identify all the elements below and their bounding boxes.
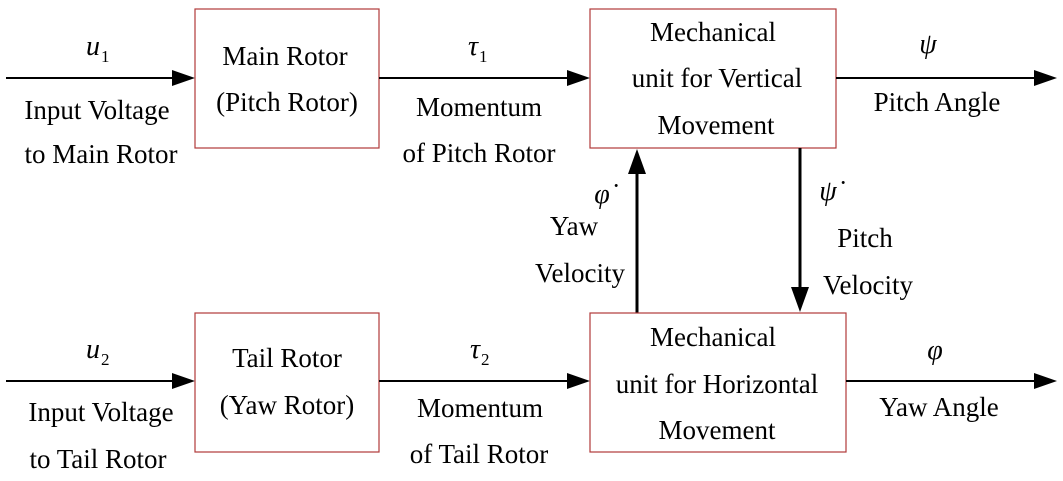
tau2-arrowhead [567, 373, 590, 389]
phi-arrowhead [1034, 373, 1057, 389]
tail-rotor-line1: Tail Rotor [232, 343, 342, 373]
u1-arrowhead [172, 70, 195, 86]
psi-label: Pitch Angle [874, 87, 1001, 117]
vertical-unit-block: Mechanical unit for Vertical Movement [589, 8, 837, 149]
phi-symbol: φ [927, 335, 943, 366]
tau2-signal: τ2 Momentum of Tail Rotor [379, 334, 590, 469]
tau1-symbol: τ1 [468, 31, 488, 66]
phi-dot-label-line1: Yaw [550, 211, 599, 241]
u1-symbol: u1 [86, 31, 110, 66]
main-rotor-line2: (Pitch Rotor) [216, 87, 358, 117]
tail-rotor-box [194, 312, 380, 453]
u2-label-line2: to Tail Rotor [29, 444, 166, 474]
u1-label-line1: Input Voltage [24, 95, 169, 125]
main-rotor-line1: Main Rotor [222, 41, 347, 71]
phi-label: Yaw Angle [879, 392, 999, 422]
psi-arrowhead [1034, 70, 1057, 86]
u2-symbol: u2 [86, 334, 110, 369]
phi-dot-signal: φ̇ Yaw Velocity [535, 149, 646, 313]
tau2-label-line2: of Tail Rotor [410, 439, 549, 469]
horizontal-unit-line2: unit for Horizontal [616, 369, 818, 399]
vertical-unit-line2: unit for Vertical [632, 63, 802, 93]
tau1-signal: τ1 Momentum of Pitch Rotor [379, 31, 590, 168]
psi-signal: ψ Pitch Angle [836, 29, 1057, 117]
tau2-symbol: τ2 [470, 334, 490, 369]
tail-rotor-line2: (Yaw Rotor) [220, 390, 355, 420]
u1-label-line2: to Main Rotor [25, 139, 178, 169]
tail-rotor-block: Tail Rotor (Yaw Rotor) [194, 312, 380, 453]
horizontal-unit-box [589, 312, 847, 453]
u1-signal: u1 Input Voltage to Main Rotor [6, 31, 195, 169]
vertical-unit-box [589, 8, 837, 149]
phi-dot-label-line2: Velocity [535, 258, 625, 288]
tau1-label-line2: of Pitch Rotor [403, 138, 556, 168]
vertical-unit-line1: Mechanical [650, 17, 776, 47]
tau2-label-line1: Momentum [417, 393, 543, 423]
phi-dot-arrowhead [628, 149, 646, 174]
main-rotor-block: Main Rotor (Pitch Rotor) [194, 8, 380, 149]
tau1-arrowhead [567, 70, 590, 86]
phi-signal: φ Yaw Angle [846, 335, 1057, 422]
horizontal-unit-line1: Mechanical [650, 322, 776, 352]
horizontal-unit-line3: Movement [659, 415, 776, 445]
psi-dot-symbol: ψ̇ [819, 176, 844, 207]
phi-dot-symbol: φ̇ [594, 179, 617, 210]
vertical-unit-line3: Movement [658, 110, 775, 140]
psi-dot-arrowhead [791, 287, 809, 312]
psi-dot-label-line2: Velocity [823, 270, 913, 300]
psi-symbol: ψ [919, 29, 937, 60]
psi-dot-label-line1: Pitch [837, 223, 893, 253]
horizontal-unit-block: Mechanical unit for Horizontal Movement [589, 312, 847, 453]
main-rotor-box [194, 8, 380, 149]
u2-arrowhead [172, 373, 195, 389]
u2-signal: u2 Input Voltage to Tail Rotor [6, 334, 195, 474]
psi-dot-signal: ψ̇ Pitch Velocity [791, 148, 913, 312]
u2-label-line1: Input Voltage [28, 397, 173, 427]
tau1-label-line1: Momentum [416, 92, 542, 122]
